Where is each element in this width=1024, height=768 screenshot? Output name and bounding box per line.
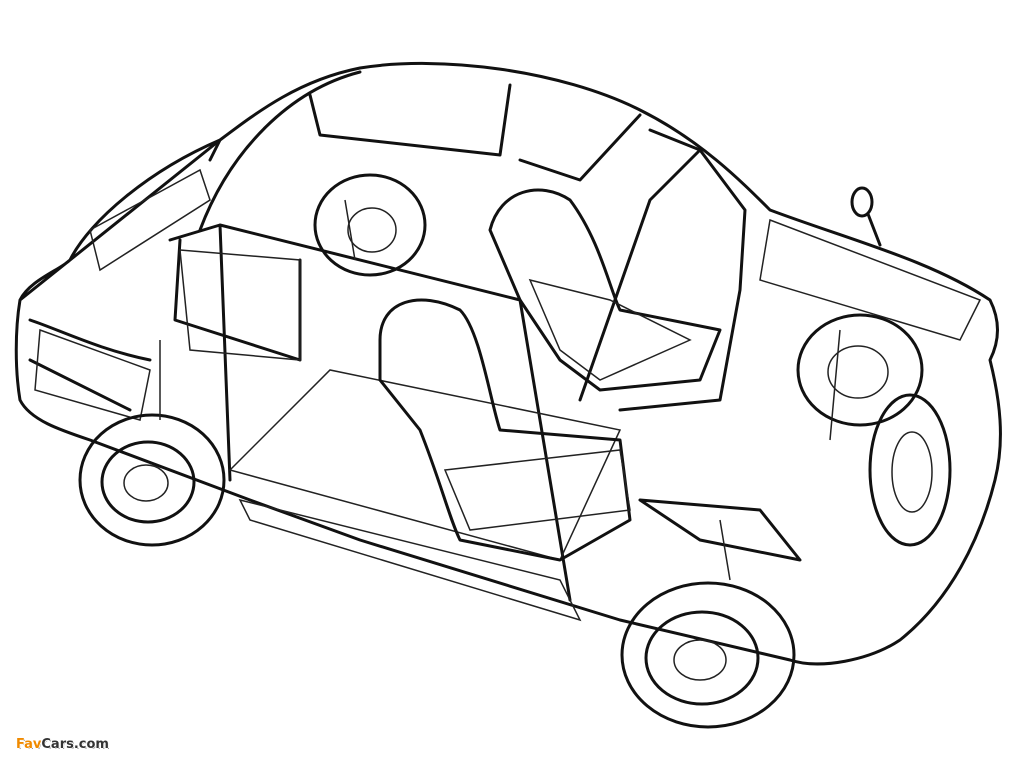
suspension-springs — [159, 199, 841, 581]
watermark-fav: Fav — [16, 737, 42, 752]
front-seat — [378, 298, 632, 562]
engine — [179, 249, 301, 361]
watermark-cars: Cars.com — [41, 737, 109, 752]
front-wheel — [78, 413, 226, 547]
roof-frame — [198, 70, 747, 412]
side-panel — [238, 498, 582, 622]
rear-inner-wheel — [796, 313, 924, 427]
front-inner-wheel — [313, 173, 427, 277]
roll-frame — [168, 223, 572, 602]
floor-pan — [228, 369, 622, 561]
hood-grille — [89, 168, 211, 272]
rear-seat — [488, 188, 722, 392]
favcars-watermark: FavCars.com — [16, 737, 109, 752]
spare-wheel — [868, 393, 952, 547]
rear-wheel — [620, 581, 796, 729]
car-body-outline — [14, 61, 1002, 666]
side-mirror — [850, 186, 874, 218]
